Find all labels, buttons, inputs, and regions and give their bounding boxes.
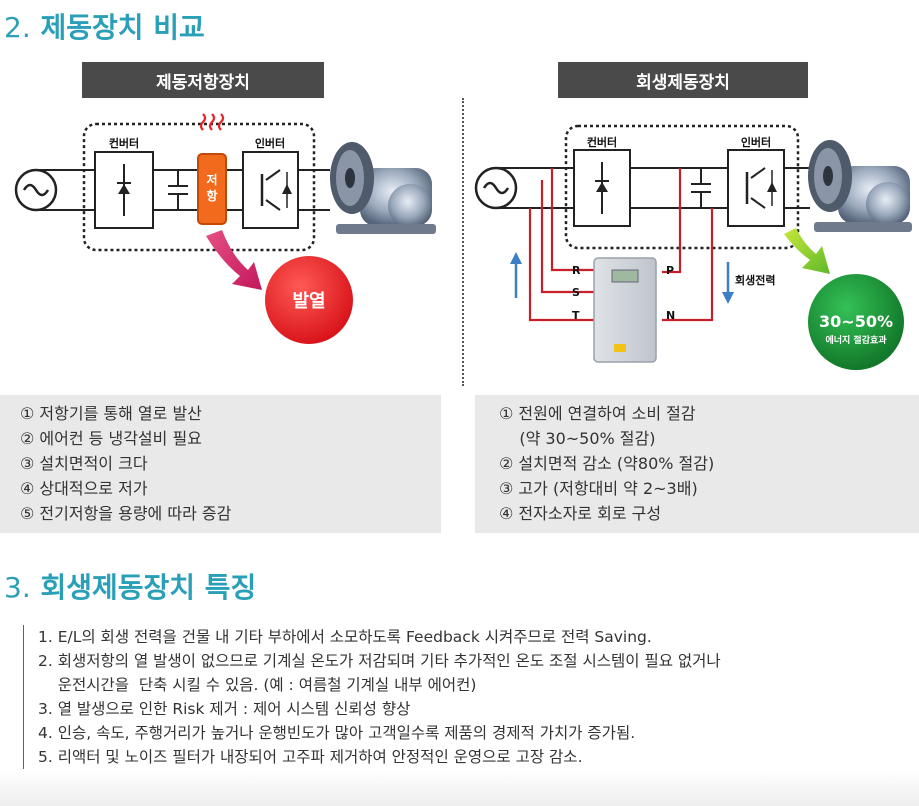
section-3-number: 3. <box>4 571 31 604</box>
list-item: ① 저항기를 통해 열로 발산 <box>20 404 202 423</box>
list-item: ② 에어컨 등 냉각설비 필요 <box>20 429 202 448</box>
converter-block <box>573 149 631 227</box>
ac-source-icon <box>14 168 58 212</box>
saving-circle <box>808 274 904 370</box>
heat-arrow-icon <box>206 230 262 290</box>
list-item: ① 전원에 연결하여 소비 절감 <box>499 404 696 423</box>
list-item: ④ 전자소자로 회로 구성 <box>499 504 662 523</box>
wire-label-p: P <box>666 264 674 277</box>
ac-source-icon <box>474 166 518 210</box>
saving-arrow-icon <box>784 228 830 274</box>
saving-value: 30~50% <box>819 312 893 331</box>
feature-item: 운전시간을 단축 시킬 수 있음. (예 : 여름철 기계실 내부 에어컨) <box>38 676 477 694</box>
capacitor-icon <box>168 170 188 210</box>
regen-unit-image <box>593 257 657 363</box>
right-feature-list: ① 전원에 연결하여 소비 절감 (약 30~50% 절감) ② 설치면적 감소… <box>475 395 919 533</box>
list-item: ③ 설치면적이 크다 <box>20 454 148 473</box>
drive-enclosure <box>564 124 800 250</box>
feature-item: 2. 회생저항의 열 발생이 없으므로 기계실 온도가 저감되며 기타 추가적인… <box>38 652 721 670</box>
wire-label-t: T <box>572 309 580 322</box>
left-converter-label: 컨버터 <box>109 136 139 150</box>
regen-wires <box>528 168 714 322</box>
feature-item: 1. E/L의 회생 전력을 건물 내 기타 부하에서 소모하도록 Feedba… <box>38 628 652 646</box>
list-item: ② 설치면적 감소 (약80% 절감) <box>499 454 715 473</box>
list-item: ⑤ 전기저항을 용량에 따라 증감 <box>20 504 232 523</box>
section-3-heading: 회생제동장치 특징 <box>40 571 257 604</box>
right-diagram: 컨버터 인버터 R S T P N 회생전력 <box>474 124 912 370</box>
heat-waves-icon <box>199 113 225 131</box>
section-2-title: 2. 제동장치 비교 <box>4 6 205 46</box>
heat-circle <box>265 256 353 344</box>
left-feature-list: ① 저항기를 통해 열로 발산 ② 에어컨 등 냉각설비 필요 ③ 설치면적이 … <box>0 395 441 533</box>
section-2-number: 2. <box>4 11 31 44</box>
resistor-label-2: 항 <box>206 188 217 203</box>
panel-divider <box>462 98 464 386</box>
right-converter-label: 컨버터 <box>587 135 617 149</box>
right-panel-header: 회생제동장치 <box>558 62 808 98</box>
motor-image <box>330 142 436 234</box>
inverter-block <box>727 149 785 227</box>
section-3-title: 3. 회생제동장치 특징 <box>4 566 256 606</box>
saving-label: 에너지 절감효과 <box>825 334 887 346</box>
list-item: ③ 고가 (저항대비 약 2~3배) <box>499 479 698 498</box>
capacitor-icon <box>691 168 711 208</box>
resistor-block <box>197 153 227 225</box>
bottom-shade <box>0 770 919 806</box>
section-2-heading: 제동장치 비교 <box>40 11 205 44</box>
list-item: (약 30~50% 절감) <box>499 429 656 448</box>
wire-label-r: R <box>572 264 581 277</box>
left-inverter-label: 인버터 <box>255 136 285 150</box>
blue-up-arrow-icon <box>510 252 522 298</box>
inverter-block <box>242 151 299 229</box>
feature-item: 3. 열 발생으로 인한 Risk 제거 : 제어 시스템 신뢰성 향상 <box>38 700 411 718</box>
right-inverter-label: 인버터 <box>741 135 771 149</box>
converter-block <box>94 151 154 229</box>
left-diagram: 컨버터 저 항 인버터 발열 <box>14 113 436 344</box>
list-item: ④ 상대적으로 저가 <box>20 479 148 498</box>
drive-enclosure <box>82 122 316 252</box>
motor-image <box>808 140 912 232</box>
wire-label-s: S <box>572 286 580 299</box>
resistor-label-1: 저 <box>206 172 217 187</box>
feature-item: 5. 리액터 및 노이즈 필터가 내장되어 고주파 제거하여 안정적인 운영으로… <box>38 748 583 766</box>
regen-features-list: 1. E/L의 회생 전력을 건물 내 기타 부하에서 소모하도록 Feedba… <box>23 625 918 769</box>
regen-power-label: 회생전력 <box>735 273 775 287</box>
heat-label: 발열 <box>292 291 325 312</box>
blue-down-arrow-icon <box>722 262 734 304</box>
feature-item: 4. 인승, 속도, 주행거리가 높거나 운행빈도가 많아 고객일수록 제품의 … <box>38 724 636 742</box>
left-panel-header: 제동저항장치 <box>82 62 324 98</box>
wire-label-n: N <box>666 309 675 322</box>
